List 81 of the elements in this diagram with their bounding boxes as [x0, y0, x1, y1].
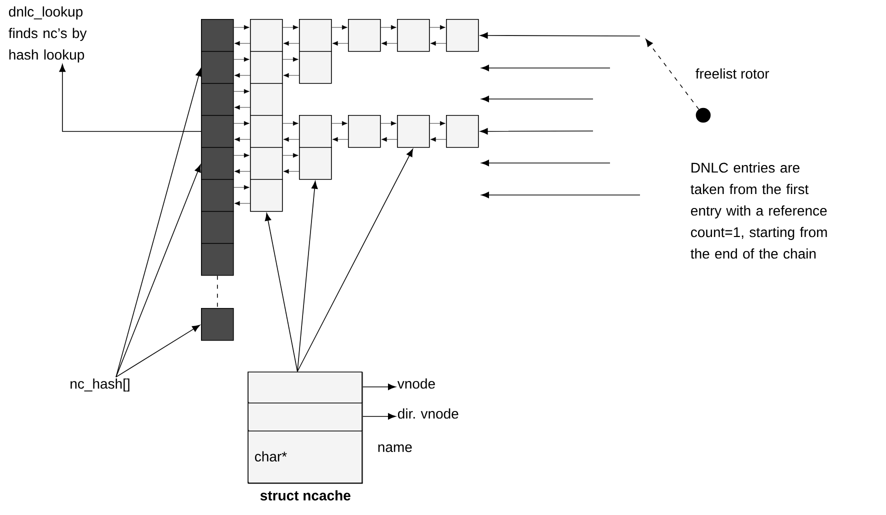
arrow: [332, 25, 348, 30]
arrow: [59, 64, 202, 132]
arrow: [234, 89, 250, 94]
hash-bucket: [201, 308, 234, 341]
arrow: [480, 32, 640, 39]
cache-entry-box: [446, 19, 479, 52]
arrow: [282, 57, 298, 62]
hash-bucket: [201, 115, 234, 148]
cache-entry-box: [299, 19, 332, 52]
cache-entry-box: [250, 83, 283, 116]
arrow: [362, 413, 396, 420]
arrow: [297, 180, 318, 372]
arrow: [234, 57, 250, 62]
cache-entry-box: [250, 179, 283, 212]
arrow: [283, 169, 300, 174]
cache-entry-box: [250, 19, 283, 52]
cache-entry-box: [446, 115, 479, 148]
arrow: [283, 41, 300, 46]
cache-entry-box: [348, 115, 381, 148]
arrow: [234, 185, 250, 190]
arrow: [234, 73, 250, 78]
struct-title: struct ncache: [260, 490, 350, 500]
cache-entry-box: [348, 19, 381, 52]
annotation-text: name: [378, 444, 412, 452]
arrow: [381, 41, 398, 46]
annotation-text: nc_hash[]: [70, 378, 130, 392]
cache-entry-box: [299, 147, 332, 180]
arrow: [362, 384, 396, 390]
arrow: [297, 148, 414, 372]
arrow: [332, 41, 348, 46]
arrow: [282, 121, 298, 126]
cache-entry-box: [250, 51, 283, 84]
arrow: [380, 121, 396, 126]
annotation-text: dnlc_lookup finds nc’s by hash lookup: [8, 6, 87, 62]
arrow: [380, 25, 396, 30]
arrow: [116, 164, 201, 378]
arrow: [430, 121, 446, 126]
annotation-text: vnode: [397, 378, 435, 389]
hash-bucket: [201, 51, 234, 84]
hash-bucket: [201, 179, 234, 212]
arrow: [234, 121, 250, 126]
arrow: [332, 137, 348, 142]
hash-bucket: [201, 19, 234, 52]
arrow: [234, 169, 250, 174]
arrow: [430, 25, 446, 30]
arrow: [282, 25, 298, 30]
struct-field: [248, 402, 362, 430]
cache-entry-box: [397, 115, 430, 148]
hash-bucket: [201, 147, 234, 180]
arrow: [234, 25, 250, 30]
arrow: [283, 137, 300, 142]
annotation-text: dir. vnode: [398, 408, 458, 419]
cache-entry-box: [299, 51, 332, 84]
arrow: [480, 128, 594, 135]
hash-bucket: [201, 243, 234, 276]
arrow: [430, 137, 446, 142]
arrow: [116, 324, 200, 378]
arrow: [264, 212, 298, 372]
arrow: [234, 201, 250, 206]
note-text: DNLC entries are taken from the first entry with a reference count=1, starting from the end of the chain: [690, 162, 827, 259]
cache-entry-box: [299, 115, 332, 148]
struct-field: char*: [248, 430, 362, 482]
arrow: [381, 137, 398, 142]
arrow: [283, 73, 300, 78]
arrow: [116, 68, 202, 378]
cache-entry-box: [250, 147, 283, 180]
dashed-arrow: [646, 38, 700, 110]
arrow: [234, 153, 250, 158]
arrow: [282, 153, 298, 158]
arrow: [430, 41, 446, 46]
cache-entry-box: [397, 19, 430, 52]
arrow: [234, 105, 250, 110]
annotation-text: freelist rotor: [696, 68, 770, 79]
dashed-line: [217, 275, 218, 308]
arrow: [234, 137, 250, 142]
arrow: [332, 121, 348, 126]
hash-bucket: [201, 211, 234, 244]
arrow: [234, 41, 250, 46]
struct-field: [248, 372, 362, 402]
cache-entry-box: [250, 115, 283, 148]
hash-bucket: [201, 83, 234, 116]
